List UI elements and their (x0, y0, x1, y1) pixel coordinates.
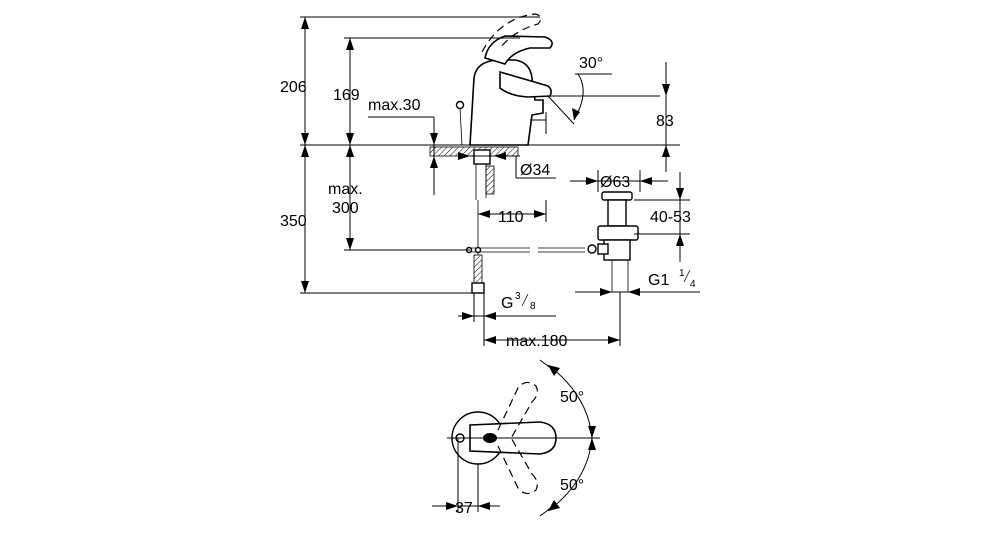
hose-connector (471, 282, 485, 294)
shank-nut (473, 149, 491, 165)
lever-rotated-left (497, 381, 538, 441)
dim-300-label: 300 (332, 200, 359, 217)
dim-max-label: max. (328, 181, 363, 198)
faucet-body (469, 59, 544, 146)
flex-hose-bottom (473, 254, 483, 286)
dim-83-label: 83 (656, 113, 674, 130)
faucet-lever (484, 35, 553, 65)
dim-max180-label: max.180 (506, 333, 567, 350)
dim-206-label: 206 (280, 79, 307, 96)
angle-30-label: 30° (579, 55, 603, 72)
dim-g38-main: G (501, 295, 513, 312)
popup-knob (455, 100, 465, 110)
popup-rod (459, 107, 463, 146)
faucet-spout (499, 70, 552, 98)
dim-350-label: 350 (280, 213, 307, 230)
dim-37-label: 37 (455, 500, 473, 517)
dim-dia34-label: Ø34 (520, 162, 550, 179)
flex-hose-top (485, 165, 495, 195)
dim-max30-label: max.30 (368, 97, 421, 114)
dim-110-label: 110 (498, 209, 524, 226)
dim-dia63-label: Ø63 (600, 174, 630, 191)
dim-g1-main: G1 (648, 272, 669, 289)
dim-g1-den: 4 (690, 279, 696, 290)
top-view: 50° 50° 37 (432, 359, 600, 517)
dim-40-53-label: 40-53 (650, 209, 691, 226)
dim-169-label: 169 (333, 87, 360, 104)
side-view: 206 169 max.30 30° 83 Ø3 (280, 13, 700, 350)
faucet-lever-raised (481, 13, 542, 53)
angle-50-bottom-arc (547, 437, 593, 512)
dim-g38-den: 8 (530, 301, 536, 312)
lever-rotated-right (497, 435, 538, 495)
dim-g1-num: 1 (679, 268, 685, 279)
drain-waste (587, 191, 639, 292)
dim-g38-num: 3 (515, 291, 521, 302)
angle-50-top-label: 50° (560, 389, 584, 406)
angle-50-bottom-label: 50° (560, 477, 584, 494)
